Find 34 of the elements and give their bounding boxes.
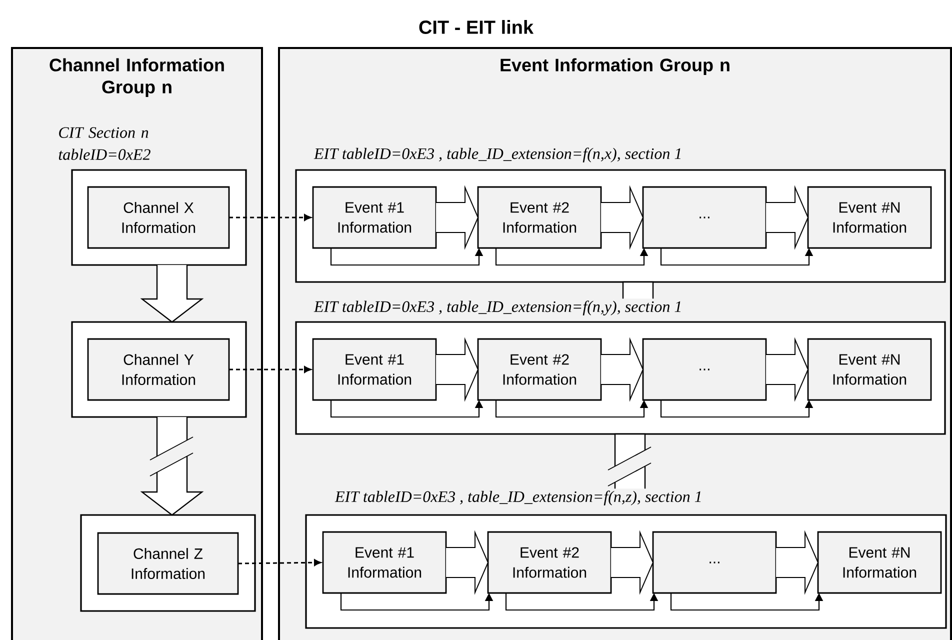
info-box: Event #1 Information: [312, 338, 437, 401]
info-box: Event #1 Information: [312, 186, 437, 249]
info-box: Channel X Information: [87, 186, 230, 249]
info-box: ...: [652, 531, 777, 594]
node-label: EIT tableID=0xE3 , table_ID_extension=f(n,y), section 1: [314, 300, 680, 316]
block-arrow: [140, 264, 204, 323]
dashed-arrow: [229, 366, 312, 373]
info-box: Event #2 Information: [477, 338, 602, 401]
chevron-arrow: [600, 185, 644, 250]
chevron-arrow: [766, 185, 809, 250]
node-label: EIT tableID=0xE3 , table_ID_extension=f(n,x), section 1: [314, 148, 680, 162]
info-box: Event #2 Information: [487, 531, 612, 594]
chevron-arrow: [776, 530, 819, 595]
title: CIT - EIT link: [419, 20, 534, 34]
node-label: EIT tableID=0xE3 , table_ID_extension=f(n,z), section 1: [334, 490, 701, 506]
chevron-arrow: [436, 185, 479, 250]
chevron-arrow: [766, 337, 809, 402]
dashed-arrow: [238, 559, 322, 566]
info-box: Event #N Information: [807, 338, 932, 401]
dashed-arrow: [229, 214, 312, 221]
connector-bar: [622, 281, 654, 300]
info-box: Event #N Information: [817, 531, 942, 594]
chevron-arrow: [436, 337, 479, 402]
chevron-arrow: [446, 530, 489, 595]
chevron-arrow: [610, 530, 654, 595]
section-label: CIT Section n tableID=0xE2: [57, 126, 160, 161]
info-box: Channel Z Information: [97, 532, 239, 595]
info-box: ...: [642, 338, 767, 401]
chevron-arrow: [600, 337, 644, 402]
info-box: Event #2 Information: [477, 186, 602, 249]
info-box: Event #1 Information: [322, 531, 447, 594]
info-box: Event #N Information: [807, 186, 932, 249]
info-box: ...: [642, 186, 767, 249]
info-box: Channel Y Information: [87, 338, 230, 401]
